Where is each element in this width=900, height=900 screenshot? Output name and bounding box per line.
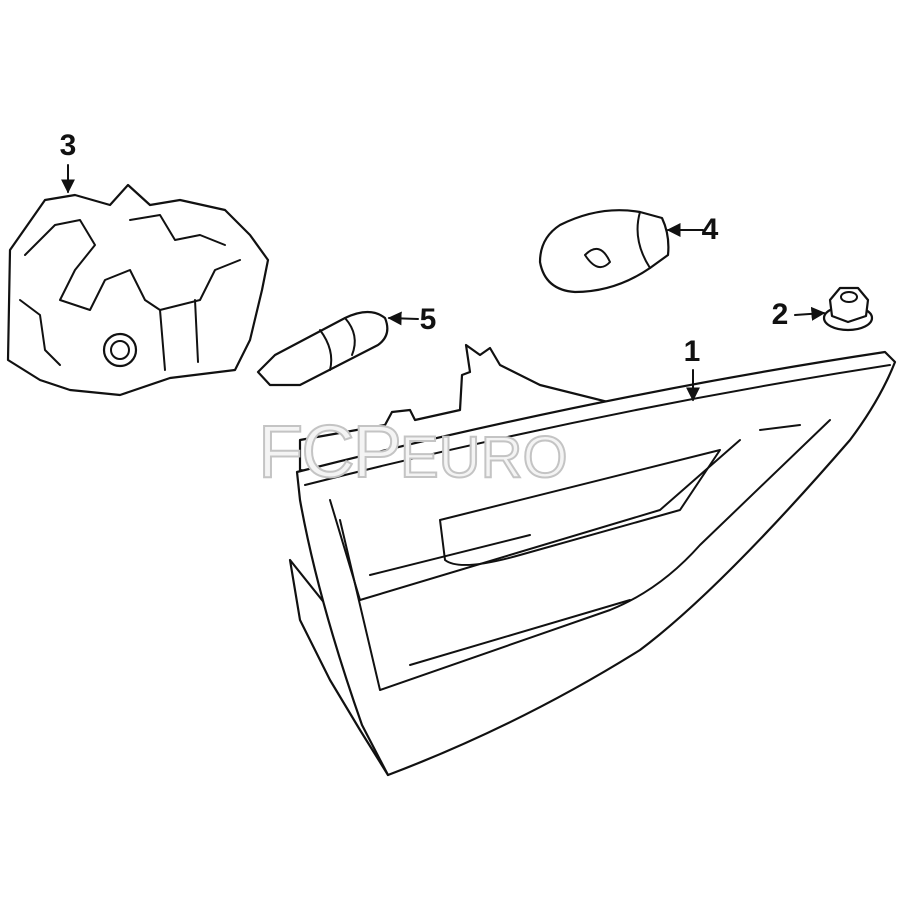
callout-1: 1 <box>683 335 701 368</box>
callout-3: 3 <box>59 129 77 162</box>
callout-5: 5 <box>419 303 437 336</box>
nut-part <box>822 286 874 332</box>
bulb-holder-part <box>6 183 270 397</box>
callout-4: 4 <box>701 213 719 246</box>
callout-2: 2 <box>771 298 789 331</box>
watermark-logo: FCPEURO <box>257 414 569 490</box>
bulb-part <box>538 209 670 294</box>
wedge-bulb-part <box>256 310 389 387</box>
callout-5-arrow <box>387 311 419 326</box>
callout-2-arrow <box>794 306 826 321</box>
watermark-brand: FCP <box>257 410 403 493</box>
lamp-assembly-part <box>288 343 897 777</box>
watermark-suffix: EURO <box>399 425 569 490</box>
